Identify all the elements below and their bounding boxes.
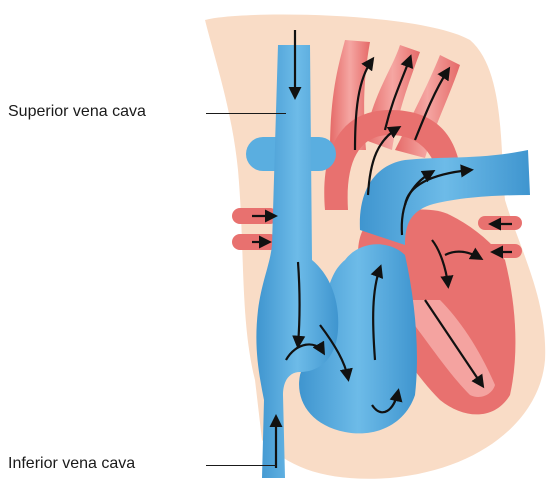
leader-line-superior [206,113,286,114]
label-inferior-vena-cava: Inferior vena cava [8,455,135,473]
label-superior-vena-cava: Superior vena cava [8,103,146,121]
leader-line-inferior [206,465,276,466]
